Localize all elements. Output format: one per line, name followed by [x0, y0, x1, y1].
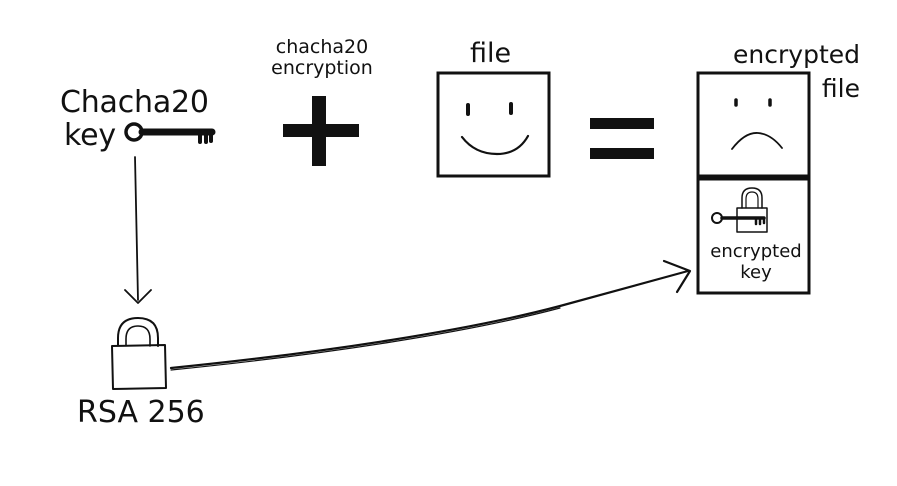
rsa-padlock-icon: [111, 317, 167, 390]
encrypted-key-box: [696, 177, 811, 295]
file-label: file: [470, 38, 512, 69]
chacha-key-icon: [124, 122, 216, 144]
key-to-rsa-arrow: [124, 156, 152, 304]
rsa-label: RSA 256: [77, 395, 205, 430]
encrypted-key-label-line1: encrypted: [710, 241, 802, 262]
chacha-label-line1: Chacha20: [60, 85, 209, 120]
encrypted-file-label-line1: encrypted: [733, 40, 860, 69]
encryption-label-line2: encryption: [271, 57, 373, 79]
plus-icon: [283, 96, 359, 166]
equals-icon: [590, 118, 654, 159]
small-padlock-icon: [736, 187, 768, 233]
encrypted-file-label-line2: file: [821, 74, 860, 103]
encryption-label-line1: chacha20: [275, 36, 369, 58]
rsa-to-key-arrow: [169, 259, 692, 371]
chacha-key-label: Chacha20 key: [60, 86, 209, 152]
encrypted-key-label: encrypted key: [700, 241, 812, 283]
encrypted-key-label-line2: key: [740, 262, 772, 283]
encryption-label: chacha20 encryption: [262, 37, 382, 79]
happy-file-icon: [436, 71, 551, 178]
small-key-icon: [711, 212, 766, 226]
chacha-label-line2: key: [64, 118, 116, 153]
encrypted-file-label: encrypted file: [730, 38, 860, 106]
